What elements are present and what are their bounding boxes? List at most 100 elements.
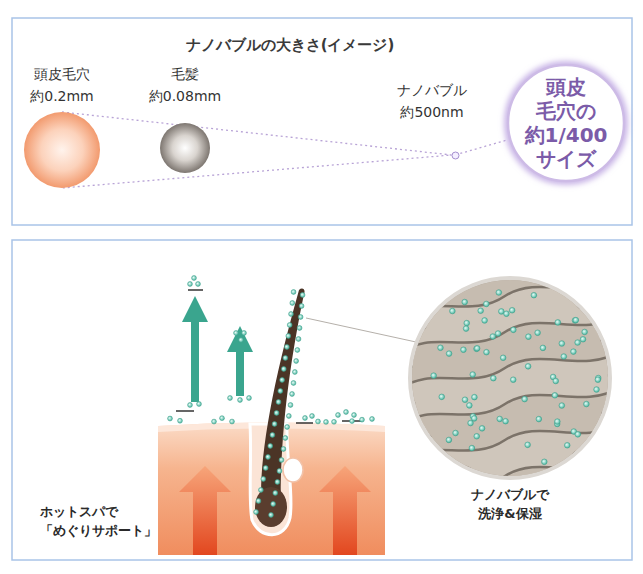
bubble-dot — [291, 381, 296, 386]
bubble-dot — [258, 488, 263, 493]
item-name: 毛髪 — [133, 64, 237, 86]
bubble-dot — [275, 480, 280, 485]
bubble-dot — [276, 400, 281, 405]
drawing-part — [508, 65, 624, 181]
drawing-part — [160, 123, 210, 173]
bubble-dot — [283, 436, 288, 441]
bubble-dot — [482, 318, 488, 324]
size-value: 約500nm — [381, 102, 483, 124]
bubble-dot — [344, 410, 349, 415]
drawing-part — [296, 422, 313, 424]
bubble-dot — [299, 304, 304, 309]
bubble-dot — [470, 372, 476, 378]
bubble-dot — [230, 419, 235, 424]
bubble-dot — [522, 396, 528, 402]
bubble-dot — [573, 317, 579, 323]
bubble-dot — [555, 419, 561, 425]
bubble-dot — [462, 397, 468, 403]
bubble-dot — [559, 341, 565, 347]
bubble-dot — [287, 323, 292, 328]
bubble-dot — [168, 416, 173, 421]
bubble-dot — [269, 513, 274, 518]
bubble-dot — [464, 320, 470, 326]
bubble-dot — [555, 320, 561, 326]
bubble-dot — [290, 392, 295, 397]
bubble-dot — [283, 356, 288, 361]
bubble-dot — [273, 491, 278, 496]
circle-shape — [152, 115, 218, 181]
bubble-dot — [467, 403, 473, 409]
bubble-dot — [491, 375, 497, 381]
bubble-dot — [504, 311, 510, 317]
bubble-dot — [479, 426, 485, 432]
cuticle-scale — [400, 460, 620, 548]
dotted-connector — [62, 112, 452, 188]
bubble-dot — [503, 418, 509, 424]
bubble-dot — [525, 364, 531, 370]
item-name: 頭皮毛穴 — [10, 64, 114, 86]
bubble-dot — [336, 413, 341, 418]
bubble-dot — [247, 396, 252, 401]
bubble-dot — [582, 329, 588, 335]
bubble-dot — [474, 433, 480, 439]
drawing-part — [236, 350, 244, 396]
bubble-dot — [242, 331, 247, 336]
bubble-dot — [462, 299, 468, 305]
bubble-dot — [270, 433, 275, 438]
bubble-dot — [559, 403, 565, 409]
bubble-dot — [526, 334, 532, 340]
bubble-dot — [238, 398, 243, 403]
bubble-dot — [310, 414, 315, 419]
bubble-dot — [294, 359, 299, 364]
sebaceous-gland — [283, 458, 303, 482]
bubble-dot — [580, 336, 586, 342]
bubble-dot — [595, 377, 601, 383]
bubble-dot — [291, 290, 296, 295]
bubble-dot — [500, 355, 506, 361]
bubble-dot — [438, 345, 444, 351]
bubble-dot — [469, 445, 475, 451]
drawing-part — [182, 296, 208, 322]
top-panel — [12, 18, 632, 225]
bubble-dot — [263, 466, 268, 471]
bubble-dot — [285, 425, 290, 430]
bubble-dot — [239, 338, 244, 343]
bubble-dot — [228, 396, 233, 401]
leader-line — [306, 318, 416, 342]
bubble-dot — [295, 348, 300, 353]
bubble-dot — [446, 437, 452, 443]
bubble-dot — [571, 349, 577, 355]
bubble-dot — [439, 394, 445, 400]
bubble-dot — [196, 282, 201, 287]
bubble-dot — [188, 403, 193, 408]
bubble-dot — [552, 393, 558, 399]
bubble-dot — [256, 499, 261, 504]
bubble-dot — [495, 331, 501, 337]
bubble-dot — [561, 354, 567, 360]
bubble-dot — [352, 413, 357, 418]
caption-note: ホットスパで 「めぐりサポート」 — [40, 503, 157, 541]
bubble-dot — [178, 418, 183, 423]
bubble-dot — [360, 417, 365, 422]
bubble-dot — [370, 417, 375, 422]
bubble-dot — [461, 347, 467, 353]
bubble-dot — [499, 309, 505, 315]
size-value: 約0.2mm — [10, 86, 114, 108]
bubble-dot — [234, 331, 239, 336]
bubble-dot — [490, 334, 496, 340]
item-name: ナノバブル — [381, 80, 483, 102]
size-value: 約0.08mm — [133, 86, 237, 108]
bubble-dot — [431, 373, 437, 379]
bubble-dot — [542, 459, 548, 465]
bubble-dot — [575, 340, 581, 346]
size-circle: 毛髪約0.08mm — [133, 64, 237, 176]
bubble-dot — [303, 416, 308, 421]
bubble-dot — [286, 334, 291, 339]
bubble-dot — [292, 370, 297, 375]
bubble-dot — [453, 430, 459, 436]
bubble-dot — [288, 403, 293, 408]
warm-arrow — [179, 466, 231, 555]
size-circle: 頭皮毛穴約0.2mm — [10, 64, 114, 192]
bubble-dot — [536, 416, 542, 422]
drawing-part — [400, 244, 620, 548]
